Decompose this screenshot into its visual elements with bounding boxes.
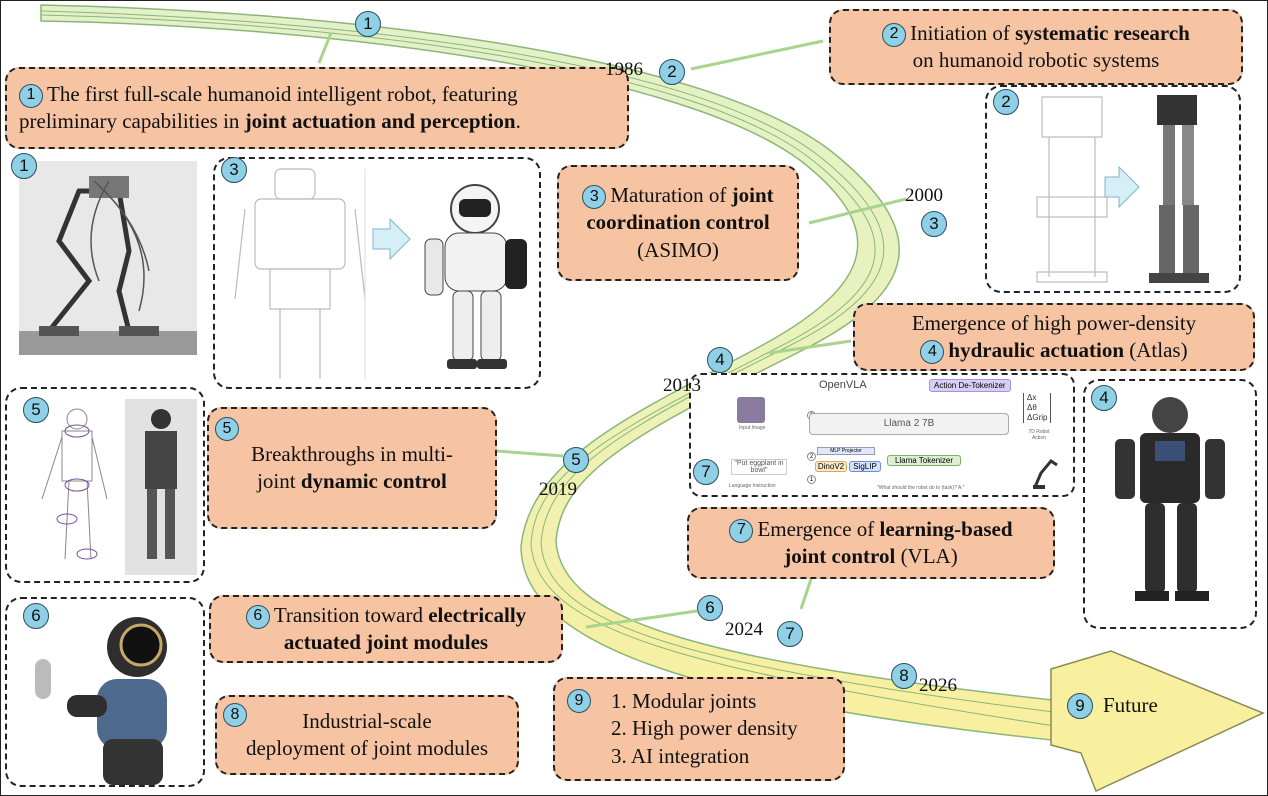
badge-7: 7	[729, 518, 754, 543]
badge-8-timeline: 8	[891, 663, 917, 689]
figure-box-4	[1083, 379, 1257, 629]
badge-6: 6	[245, 604, 270, 629]
badge-4: 4	[920, 340, 945, 365]
badge-2-timeline: 2	[659, 59, 685, 85]
robot-arm-icon	[1033, 459, 1058, 489]
year-2013: 2013	[663, 375, 701, 396]
year-2026: 2026	[919, 675, 957, 696]
badge-1-photo: 1	[11, 153, 37, 179]
input-image-thumbnail	[737, 397, 765, 423]
badge-9: 9	[567, 689, 591, 713]
badge-6-photo: 6	[23, 603, 49, 629]
atlas-figure	[1115, 397, 1225, 601]
electric-robot-figure	[35, 617, 167, 785]
figure-box-3	[213, 157, 541, 389]
figure-box-2	[985, 85, 1241, 293]
badge-8: 8	[223, 703, 247, 727]
future-arrowhead	[1050, 650, 1265, 793]
milestone-5-label: 5 Breakthroughs in multi- joint dynamic …	[207, 407, 497, 529]
future-label: Future	[1103, 693, 1158, 717]
badge-2-photo: 2	[993, 89, 1019, 115]
badge-4-photo: 4	[1091, 385, 1117, 411]
figure-box-5	[5, 387, 205, 583]
badge-4-timeline: 4	[707, 347, 733, 373]
badge-3: 3	[582, 185, 607, 210]
wabian-figure	[1036, 95, 1209, 283]
badge-5: 5	[215, 417, 239, 441]
year-2019: 2019	[539, 479, 577, 500]
badge-9-future: 9	[1067, 693, 1093, 719]
badge-6-timeline: 6	[697, 595, 723, 621]
asimo-figure	[234, 168, 527, 379]
badge-5-photo: 5	[23, 397, 49, 423]
milestone-9-label: 9 1. Modular joints 2. High power densit…	[553, 677, 845, 781]
year-1986: 1986	[605, 59, 643, 80]
vla-diagram: OpenVLA Action De-Tokenizer Input Image …	[691, 375, 1073, 495]
badge-3-timeline: 3	[921, 211, 947, 237]
year-2000: 2000	[905, 185, 943, 206]
badge-3-photo: 3	[221, 157, 247, 183]
badge-7-timeline: 7	[777, 621, 803, 647]
figure-box-7: OpenVLA Action De-Tokenizer Input Image …	[689, 373, 1075, 497]
milestone-8-label: 8 Industrial-scale deployment of joint m…	[215, 695, 519, 775]
badge-2: 2	[882, 22, 907, 47]
robot-1-figure	[19, 161, 197, 355]
year-2024: 2024	[725, 619, 763, 640]
badge-1-top: 1	[355, 11, 381, 37]
badge-7-figure: 7	[693, 459, 719, 485]
multi-joint-robot-figure	[41, 399, 197, 575]
badge-1: 1	[19, 83, 43, 108]
badge-5-timeline: 5	[563, 447, 589, 473]
